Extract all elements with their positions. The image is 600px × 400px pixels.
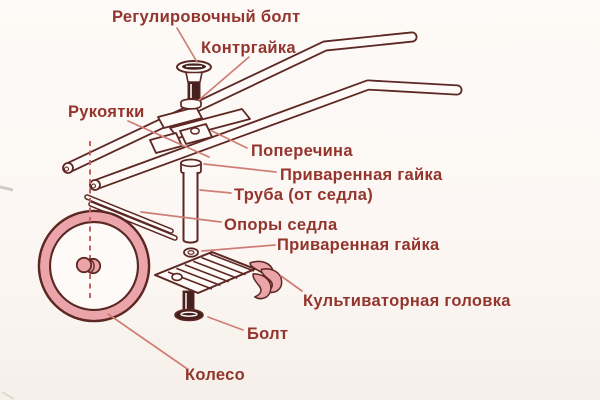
leader-seat-supports [140, 211, 222, 223]
label-handles: Рукоятки [68, 103, 145, 121]
adjusting-bolt-part [176, 60, 212, 110]
head-plate-hole [171, 272, 183, 282]
label-adjusting-bolt: Регулировочный болт [112, 8, 300, 26]
label-wheel: Колесо [185, 366, 245, 384]
seat-tube-part [180, 158, 202, 244]
crossbar-hole [190, 127, 200, 135]
leader-crossbar [211, 130, 248, 149]
leader-bolt [207, 316, 244, 331]
label-welded-nut-bottom: Приваренная гайка [277, 236, 440, 254]
leader-adjusting-bolt [176, 27, 198, 63]
leader-welded-nut-top [203, 163, 277, 173]
welded-nut-bottom-part [183, 247, 199, 258]
label-welded-nut-top: Приваренная гайка [280, 166, 443, 184]
leader-welded-nut-bottom [201, 244, 276, 252]
leader-handles [127, 120, 210, 158]
label-locknut: Контргайка [201, 39, 296, 57]
bolt-part [174, 290, 204, 322]
wheel-hub [75, 256, 102, 275]
leader-lines [107, 27, 303, 369]
leader-cultivator-head [280, 275, 303, 292]
label-seat-supports: Опоры седла [224, 216, 338, 234]
label-seat-tube: Труба (от седла) [234, 186, 373, 204]
handle-tubes [62, 31, 463, 191]
locknut-part [180, 98, 202, 110]
leader-seat-tube [199, 189, 232, 194]
label-bolt: Болт [247, 325, 288, 343]
crossbar-plates [149, 106, 251, 154]
scan-artifacts [0, 185, 15, 400]
seat-support-rods [84, 194, 178, 241]
leader-locknut [198, 56, 250, 101]
label-cultivator-head: Культиваторная головка [303, 292, 511, 310]
label-crossbar: Поперечина [251, 142, 353, 160]
cultivator-head-part [154, 251, 283, 300]
fork-hooks [249, 260, 283, 300]
part-labels: Регулировочный болт Контргайка Рукоятки … [68, 8, 511, 384]
leader-wheel [107, 313, 187, 369]
